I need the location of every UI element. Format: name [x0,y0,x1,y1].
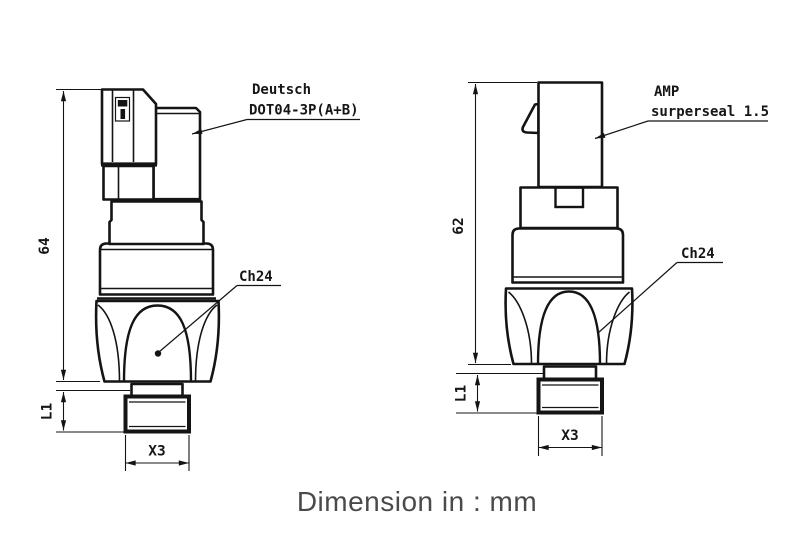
left-hex-leader [158,285,238,353]
left-hex-leader-dot [154,350,162,357]
left-thread-size-dimension: X3 [124,435,190,471]
right-amp-connector [519,81,619,230]
right-hex-left-face [507,291,533,365]
left-hex-label: Ch24 [239,269,273,285]
left-deutsch-connector [100,88,205,246]
right-hex-nut [504,287,634,366]
left-connector-lower-section [102,164,155,201]
left-collar [130,382,184,398]
left-thread-length-dimension: L1 [40,389,130,433]
left-connector-neck [108,200,205,246]
right-sensor-body [504,227,634,415]
right-connector-latch [521,102,540,135]
right-sensor-figure: 62 L1 X3 AMP surperseal 1.5 Ch24 [451,81,769,456]
left-hex-right-face [194,304,218,382]
right-hex-callout: Ch24 [597,246,723,334]
left-latch-clip-top [117,100,128,107]
left-sensor-figure: 64 L1 X3 Deutsch DOT04-3P(A+B) Ch24 [37,82,360,471]
left-connector-type: DOT04-3P(A+B) [249,103,359,119]
right-thread-size-dimension: X3 [537,416,603,456]
left-height-value: 64 [37,237,53,255]
right-connector-type: surperseal 1.5 [651,104,769,120]
left-hex-left-face [97,304,121,382]
left-hex-middle-face [122,304,193,382]
right-connector-callout: AMP surperseal 1.5 [594,84,769,140]
right-hex-right-face [605,291,631,365]
left-sensor-body [94,242,221,434]
left-x3-value: X3 [148,444,165,460]
right-connector-leader [594,120,649,140]
right-height-dimension: 62 [451,81,537,366]
right-l1-value: L1 [454,385,470,403]
right-x3-value: X3 [561,428,578,444]
left-connector-rear-block [152,106,202,202]
left-body-cylinder [98,242,215,296]
caption-text: Dimension in : mm [297,486,537,517]
left-latch-window [114,96,131,122]
left-connector-name: Deutsch [252,82,311,98]
right-hex-middle-face [536,290,602,365]
left-height-dimension: 64 [37,88,101,383]
right-collar [542,365,598,381]
right-height-value: 62 [451,217,467,234]
right-hex-outline [504,287,634,366]
right-hex-leader [597,262,678,334]
left-hex-outline [94,299,221,383]
right-connector-housing [537,81,604,189]
right-thread-length-dimension: L1 [454,372,543,414]
right-connector-name: AMP [654,84,679,100]
left-connector-callout: Deutsch DOT04-3P(A+B) [191,82,360,135]
left-hex-callout: Ch24 [154,269,281,357]
left-l1-value: L1 [40,403,56,421]
right-hex-label: Ch24 [681,246,715,262]
right-body-cylinder [511,227,625,284]
left-latch-clip-stem [120,109,126,119]
left-hex-nut [94,297,221,383]
left-connector-leader [191,118,248,135]
